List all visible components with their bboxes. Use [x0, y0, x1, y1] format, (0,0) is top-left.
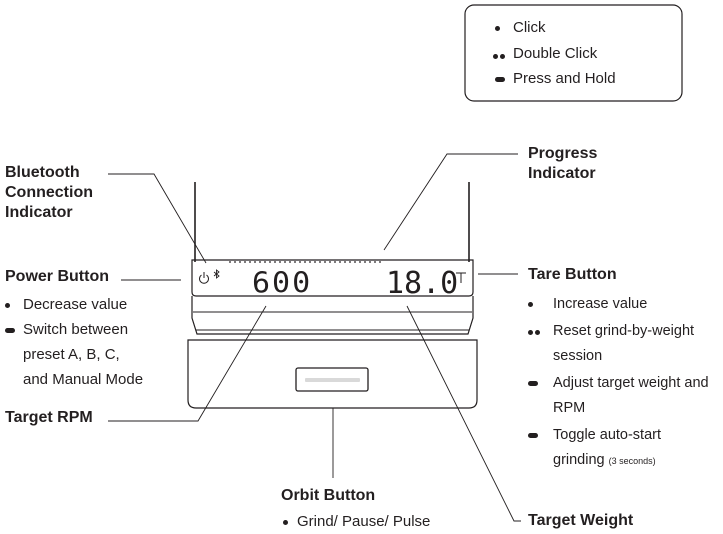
dash-icon [528, 432, 538, 438]
legend-item-click: Click [495, 15, 546, 40]
power-button-label: Power Button [5, 268, 109, 285]
tare-icon [456, 272, 466, 283]
tare-action-double-click: Reset grind-by-weight [528, 318, 709, 345]
middle-shell [191, 296, 474, 335]
tare-button-label: Tare Button [528, 266, 617, 283]
dash-icon [495, 77, 505, 83]
double-dot-icon [493, 42, 507, 67]
tare-actions: Increase value Reset grind-by-weight ses… [528, 291, 709, 475]
orbit-button-label: Orbit Button [281, 487, 376, 504]
legend-box [464, 4, 683, 102]
tare-action-hold-toggle: Toggle auto-start [528, 422, 709, 449]
dash-icon [5, 328, 15, 334]
leader-lines [108, 153, 521, 522]
power-action-hold: Switch between [5, 317, 143, 342]
orbit-action-click: Grind/ Pause/ Pulse [283, 509, 430, 534]
target-weight-label: Target Weight [528, 512, 634, 529]
legend-item-double-click: Double Click [493, 41, 597, 67]
power-icon [199, 272, 209, 284]
orbit-button-light [305, 378, 360, 382]
single-dot-icon [5, 303, 10, 309]
progress-label: Progress Indicator [528, 145, 598, 182]
device-base [187, 339, 478, 409]
weight-readout: 18.0 [386, 266, 459, 301]
power-actions: Decrease value Switch between preset A, … [5, 292, 143, 392]
single-dot-icon [528, 302, 533, 308]
orbit-button-shape [295, 367, 369, 392]
dash-icon [528, 380, 538, 386]
double-dot-icon [528, 318, 542, 344]
legend-item-press-hold: Press and Hold [495, 66, 616, 91]
tare-action-hold-adjust: Adjust target weight and [528, 370, 709, 397]
tare-action-click: Increase value [528, 291, 709, 318]
bluetooth-icon [213, 269, 220, 279]
target-rpm-label: Target RPM [5, 409, 93, 426]
bluetooth-label: Bluetooth Connection Indicator [5, 164, 93, 221]
single-dot-icon [283, 520, 288, 526]
single-dot-icon [495, 26, 500, 32]
power-action-click: Decrease value [5, 292, 143, 317]
display-panel [191, 259, 474, 297]
duration-note: (3 seconds) [608, 456, 656, 466]
rpm-readout: 600 [252, 266, 313, 301]
progress-dots [229, 261, 381, 263]
